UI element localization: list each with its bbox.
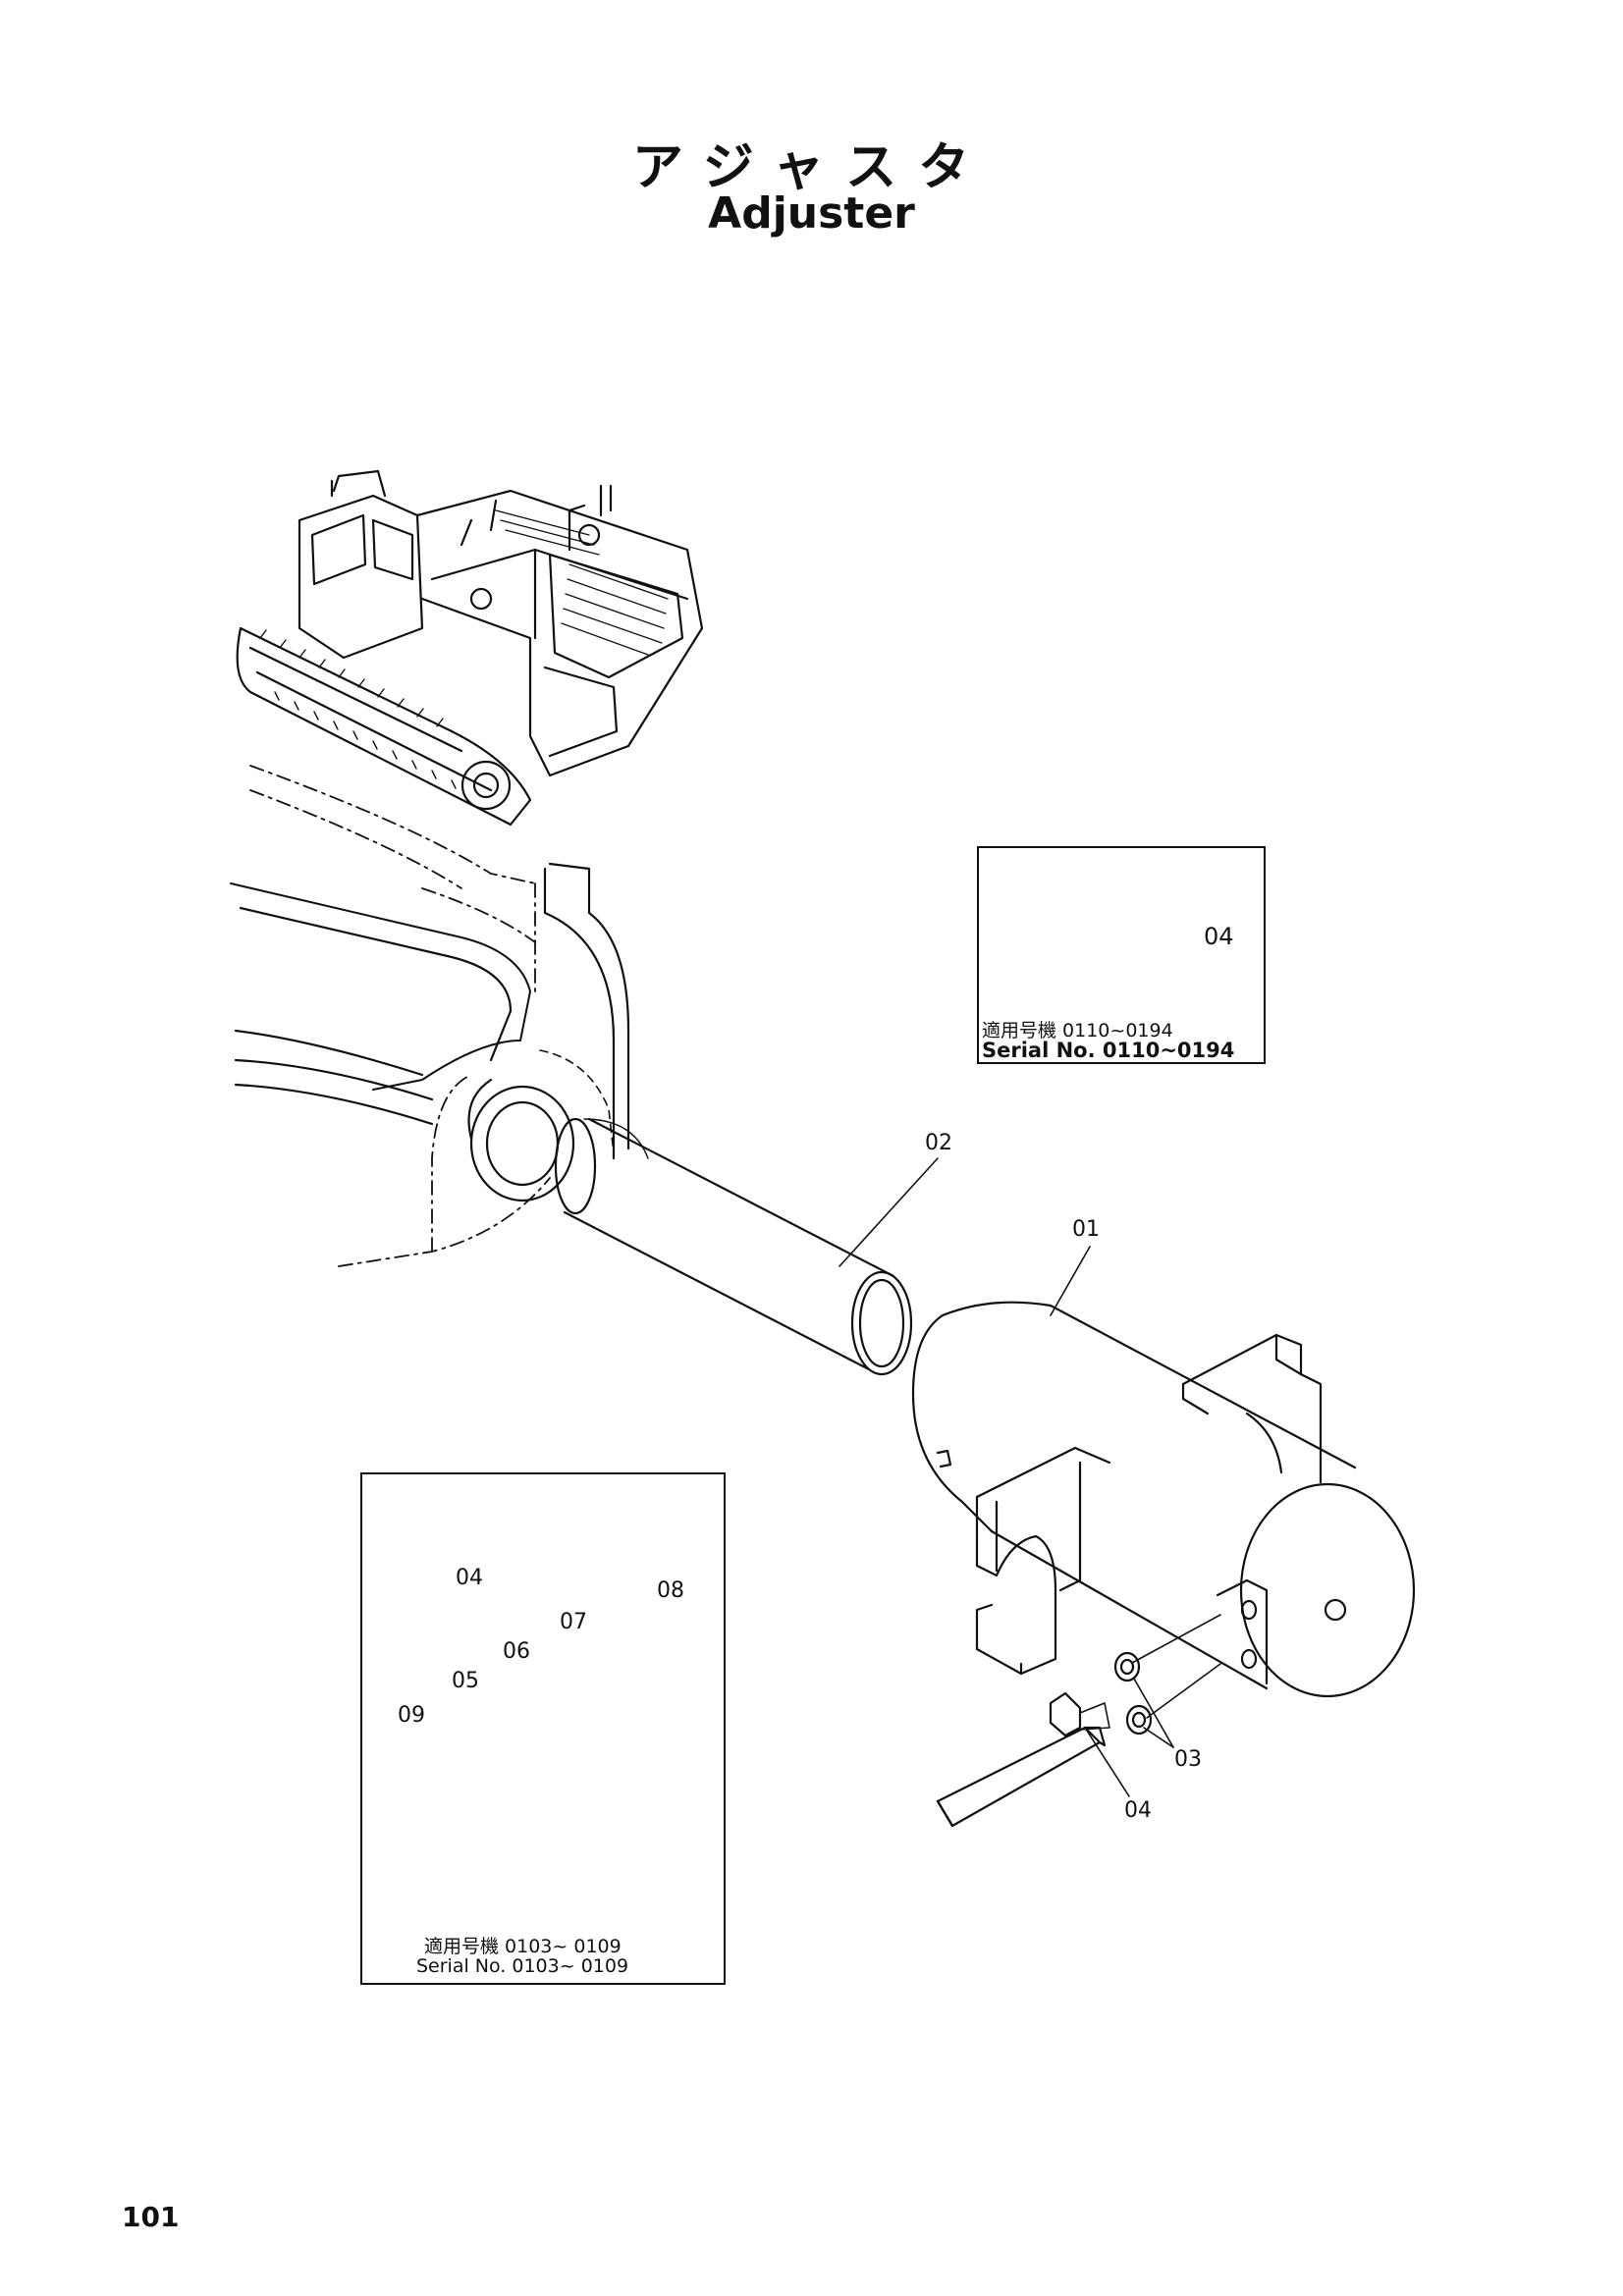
excavator-illustration (236, 469, 704, 827)
callout-04-top: 04 (1204, 923, 1234, 950)
title-english: Adjuster (708, 188, 915, 239)
serial-inset-bottom (360, 1472, 726, 1985)
page-number: 101 (122, 2201, 180, 2233)
callout-01: 01 (1072, 1217, 1100, 1242)
callout-05: 05 (452, 1669, 479, 1693)
callout-04-inset: 04 (456, 1566, 483, 1590)
callout-03: 03 (1174, 1747, 1202, 1772)
callout-02: 02 (925, 1131, 952, 1155)
serial-jp-bottom: 適用号機 0103~ 0109 (424, 1936, 622, 1957)
callout-04-main: 04 (1124, 1798, 1152, 1823)
callout-09: 09 (398, 1703, 425, 1728)
callout-06: 06 (503, 1639, 530, 1664)
title-japanese: アジャスタ (631, 138, 992, 197)
serial-inset-top (977, 846, 1266, 1064)
serial-en-top: Serial No. 0110~0194 (982, 1039, 1235, 1062)
callout-07: 07 (560, 1610, 587, 1634)
serial-en-bottom: Serial No. 0103~ 0109 (416, 1955, 629, 1977)
serial-jp-top: 適用号機 0110~0194 (982, 1020, 1173, 1041)
callout-08: 08 (657, 1578, 684, 1603)
